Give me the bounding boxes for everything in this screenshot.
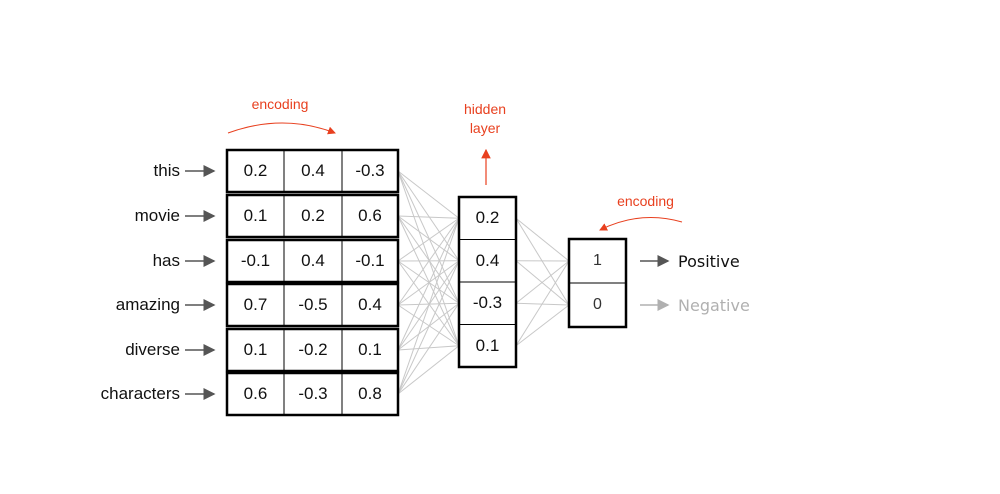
- embedding-value: 0.4: [301, 161, 325, 180]
- embedding-value: 0.1: [358, 340, 382, 359]
- embedding-row-box: [225, 327, 400, 373]
- output-label-negative: Negative: [678, 296, 750, 315]
- connection-line: [397, 170, 460, 304]
- input-word: characters: [100, 384, 180, 403]
- connection-line: [397, 302, 460, 395]
- embedding-value: -0.1: [240, 251, 271, 270]
- output-value: 0: [593, 296, 602, 313]
- hidden-value: 0.2: [475, 208, 500, 228]
- embedding-value: 0.6: [358, 206, 382, 225]
- hidden-value: -0.3: [472, 293, 503, 313]
- input-word: has: [152, 251, 180, 270]
- embedding-row-box: [225, 238, 400, 284]
- connection-line: [397, 217, 460, 306]
- connection-line: [515, 217, 570, 262]
- embedding-value: 0.2: [301, 206, 325, 225]
- embedding-value: -0.5: [298, 295, 328, 314]
- hidden-layer-annotation-line1: hidden: [463, 101, 507, 117]
- embedding-value: 0.8: [358, 384, 382, 403]
- connection-line: [397, 170, 460, 219]
- input-word: this: [153, 161, 180, 180]
- output-label-positive: Positive: [678, 252, 740, 271]
- connection-line: [397, 345, 460, 395]
- encoding-annotation-right: encoding: [617, 193, 674, 209]
- embedding-value: 0.6: [243, 384, 268, 403]
- embedding-value: 0.1: [243, 340, 268, 359]
- hidden-value: 0.4: [475, 250, 500, 270]
- connection-line: [397, 260, 460, 395]
- connection-line: [397, 170, 460, 346]
- connection-line: [397, 260, 460, 304]
- connection-line: [397, 302, 460, 306]
- input-word: movie: [134, 206, 180, 225]
- input-word: diverse: [125, 340, 180, 359]
- connection-line: [397, 215, 460, 262]
- embedding-value: 0.2: [243, 161, 268, 180]
- connection-line: [397, 215, 460, 219]
- connection-line: [515, 304, 570, 347]
- connection-line: [397, 218, 460, 351]
- hidden-value: 0.1: [475, 335, 500, 355]
- embedding-value: 0.1: [243, 206, 268, 225]
- output-value: 1: [593, 252, 602, 269]
- embedding-value: -0.3: [298, 384, 328, 403]
- embedding-row-box: [225, 371, 400, 417]
- encoding-arrow-right: [599, 217, 683, 231]
- embedding-row-box: [225, 193, 400, 239]
- connection-line: [515, 260, 570, 304]
- encoding-arrow-top: [227, 122, 336, 135]
- embedding-row-box: [225, 148, 400, 194]
- connection-line: [515, 217, 570, 306]
- connection-line: [397, 217, 460, 262]
- embedding-row-box: [225, 282, 400, 328]
- embedding-value: 0.4: [301, 251, 325, 270]
- embedding-value: 0.4: [358, 295, 382, 314]
- connection-line: [397, 215, 460, 304]
- connection-line: [515, 260, 570, 347]
- connection-line: [397, 215, 460, 346]
- connection-line: [397, 304, 460, 347]
- embedding-value: 0.7: [243, 295, 268, 314]
- embedding-value: -0.3: [355, 161, 385, 180]
- encoding-annotation-top: encoding: [251, 96, 309, 112]
- connection-line: [397, 260, 460, 306]
- connection-line: [397, 170, 460, 262]
- embedding-value: -0.2: [298, 340, 328, 359]
- hidden-layer-annotation-line2: layer: [469, 120, 501, 136]
- input-word: amazing: [115, 295, 180, 314]
- embedding-value: -0.1: [355, 251, 385, 270]
- connection-line: [397, 218, 460, 395]
- connection-line: [397, 260, 460, 347]
- connection-line: [515, 260, 570, 306]
